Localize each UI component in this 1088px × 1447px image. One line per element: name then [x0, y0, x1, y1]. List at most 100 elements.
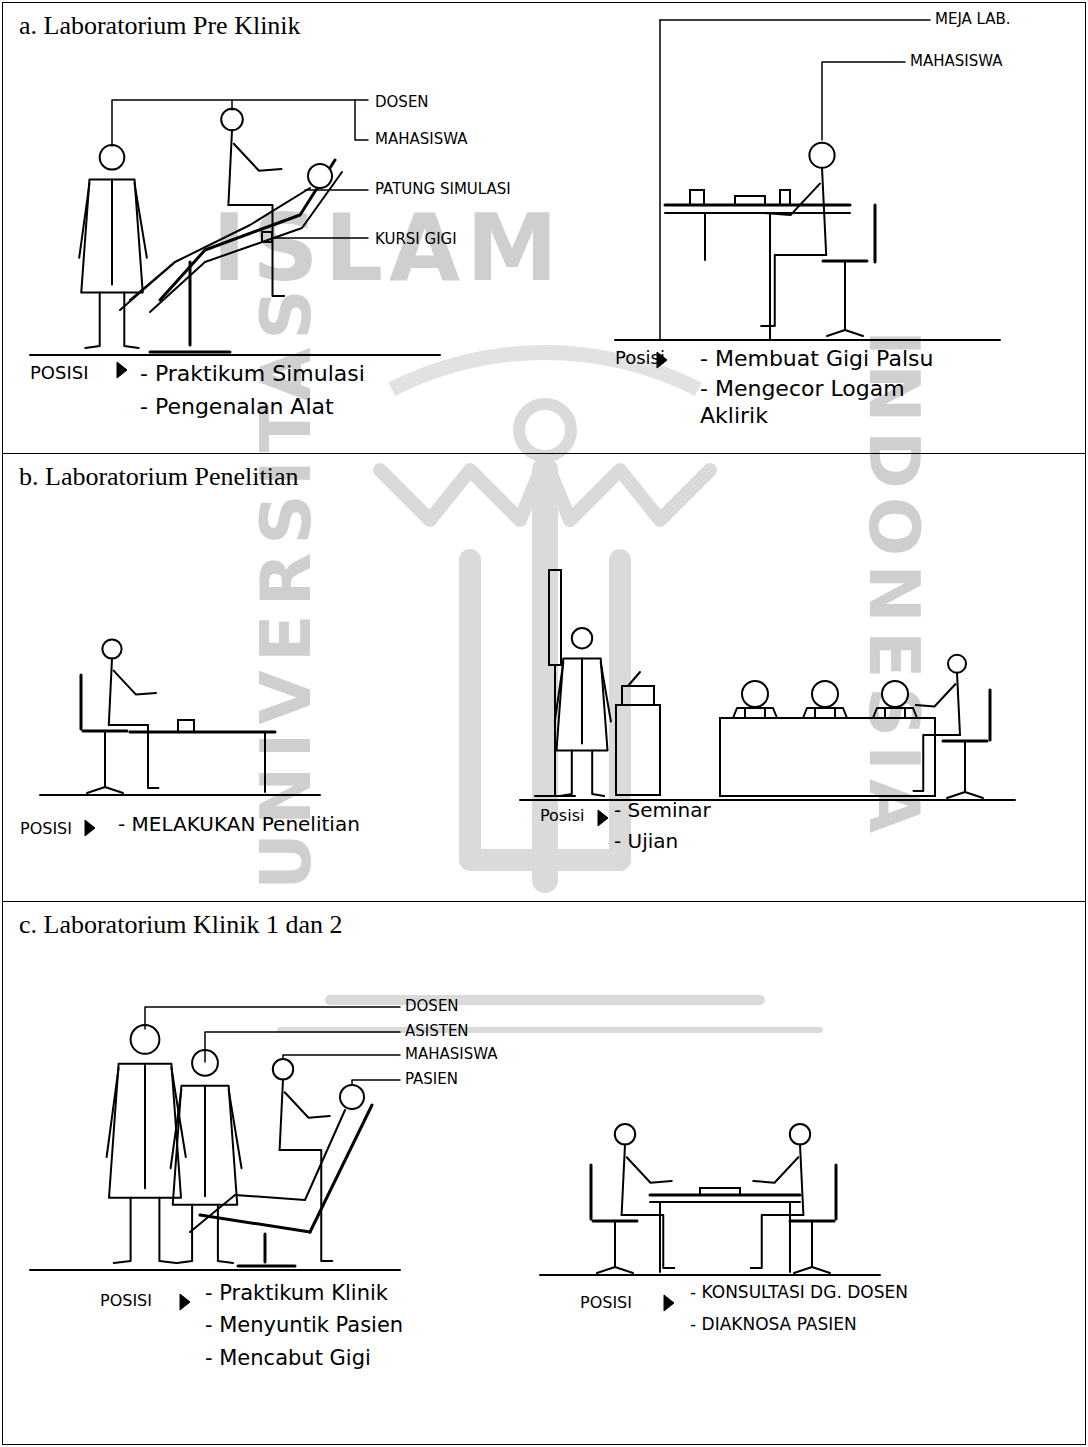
stool-back	[590, 1165, 593, 1219]
lab-coat	[81, 180, 143, 293]
callout-label: DOSEN	[405, 997, 459, 1016]
lab-table	[665, 204, 850, 207]
coat-line	[581, 658, 583, 743]
callout-label: KURSI GIGI	[375, 230, 457, 249]
section-band: c. Laboratorium Klinik 1 dan 2	[2, 901, 1086, 1445]
activity-text: - Membuat Gigi Palsu	[700, 345, 933, 373]
arm	[234, 144, 282, 171]
person-head	[742, 681, 768, 707]
person-head	[273, 1059, 293, 1079]
paper	[700, 1188, 740, 1195]
callout-label: MEJA LAB.	[935, 10, 1011, 29]
activity-text: - Mencabut Gigi	[205, 1345, 371, 1371]
arm	[171, 1090, 182, 1168]
leg	[109, 725, 159, 788]
torso	[957, 673, 960, 735]
person-head	[192, 1050, 218, 1076]
mannequin-leg	[120, 262, 175, 310]
emblem-base	[330, 995, 760, 1005]
leader-line	[352, 1080, 400, 1085]
callout-label: MAHASISWA	[375, 130, 467, 149]
person-head	[100, 145, 125, 170]
position-label: POSISI	[20, 819, 72, 839]
arm	[171, 1068, 185, 1157]
position-label: POSISI	[30, 362, 89, 385]
stool-seat	[823, 260, 867, 263]
projector	[622, 686, 654, 705]
pointer-arrow	[664, 1295, 674, 1311]
arm	[229, 1090, 242, 1168]
activity-text: - Ujian	[614, 829, 678, 854]
person-head	[790, 1124, 810, 1144]
arm	[753, 1157, 798, 1183]
torso	[228, 130, 232, 205]
stool-base	[794, 1267, 830, 1273]
coat-line	[144, 1064, 146, 1188]
patient-body	[190, 1110, 345, 1232]
leader-line	[145, 1007, 400, 1029]
emblem-frame	[470, 560, 620, 860]
leader-line	[112, 100, 368, 146]
pointer-arrow	[117, 362, 127, 378]
leader-line	[283, 1055, 400, 1059]
screen	[549, 570, 561, 665]
stool-base	[947, 792, 983, 798]
activity-text: - DIAKNOSA PASIEN	[690, 1314, 857, 1335]
person-head	[948, 655, 966, 673]
stool-back	[80, 675, 83, 729]
lab-coat	[109, 1064, 181, 1198]
consult-table	[650, 1201, 800, 1203]
leader-line	[305, 189, 368, 191]
stool-seat	[83, 730, 127, 733]
arm	[114, 671, 156, 695]
callout-label: DOSEN	[375, 93, 429, 112]
person-head	[615, 1124, 635, 1144]
screen-stand	[535, 795, 575, 797]
stool-back	[874, 205, 877, 262]
dental-chair	[310, 1105, 372, 1232]
stool-post	[104, 731, 106, 787]
leg	[177, 1205, 192, 1263]
callout-label: PATUNG SIMULASI	[375, 180, 511, 199]
leg	[218, 1205, 233, 1263]
table-leg	[659, 1202, 661, 1272]
arm	[107, 1068, 119, 1157]
lab-tool	[780, 190, 790, 205]
arm	[135, 184, 147, 258]
arm	[601, 662, 611, 721]
lab-coat	[557, 658, 608, 750]
chair-post	[264, 1234, 267, 1262]
projector-arm	[628, 672, 640, 686]
activity-text: - KONSULTASI DG. DOSEN	[690, 1282, 908, 1303]
activity-text: - MELAKUKAN Penelitian	[118, 812, 360, 837]
callout-label: PASIEN	[405, 1070, 458, 1089]
table-leg	[789, 1202, 791, 1272]
stool-seat	[943, 740, 987, 743]
stool-back	[835, 1165, 838, 1219]
arm	[555, 662, 564, 721]
emblem-arc	[388, 345, 701, 396]
leg	[114, 1198, 131, 1263]
activity-text: - Menyuntik Pasien	[205, 1312, 403, 1338]
person-head	[102, 639, 121, 658]
coat-line	[111, 180, 113, 285]
position-label: Posisi	[540, 806, 584, 826]
lab-coat	[173, 1086, 238, 1205]
watermark-text: INDONESIA	[853, 330, 935, 841]
emblem-circle	[519, 404, 571, 456]
arm	[764, 184, 820, 216]
floor-line	[520, 799, 1015, 801]
stool-seat	[790, 1220, 834, 1223]
person-head	[340, 1085, 364, 1109]
leg	[761, 255, 826, 326]
table-leg	[769, 213, 771, 340]
lab-tool	[735, 196, 765, 205]
person-head	[812, 681, 838, 707]
section-band: a. Laboratorium Pre Klinik	[2, 2, 1086, 454]
paper	[815, 708, 835, 718]
person-head	[572, 628, 592, 648]
section-heading: b. Laboratorium Penelitian	[19, 462, 298, 492]
stool-post	[811, 1221, 813, 1267]
stool-post	[844, 261, 846, 330]
activity-text: - Praktikum Simulasi	[140, 360, 365, 388]
